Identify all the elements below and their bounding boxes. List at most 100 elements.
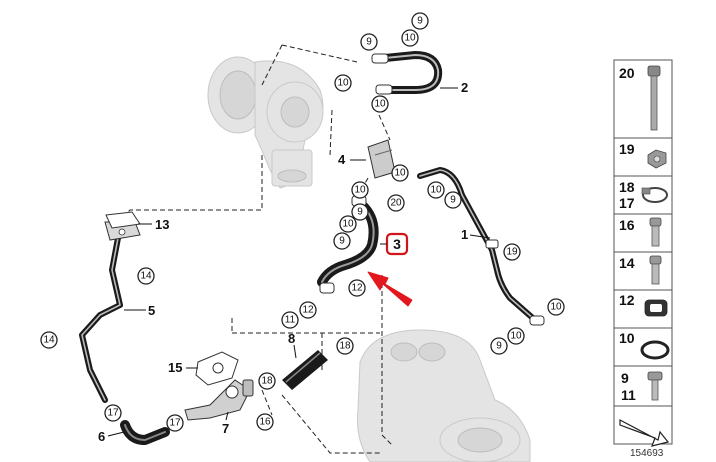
callout-9: 9: [333, 232, 351, 250]
panel-item-19: 19: [619, 141, 667, 169]
parts-panel: 20 19 18 17 16 14 12: [613, 59, 673, 459]
callout-10: 10: [401, 29, 419, 47]
svg-text:9: 9: [357, 207, 363, 218]
panel-item-12: 12: [619, 292, 668, 317]
svg-text:8: 8: [288, 331, 295, 346]
svg-text:20: 20: [390, 198, 402, 209]
pipe-part-5: [79, 221, 141, 403]
svg-text:18: 18: [619, 179, 635, 195]
svg-text:17: 17: [107, 408, 119, 419]
svg-text:19: 19: [619, 141, 635, 157]
callout-10: 10: [339, 215, 357, 233]
part-label-8: 8: [288, 331, 297, 359]
svg-text:12: 12: [619, 292, 635, 308]
part-label-15: 15: [168, 360, 198, 375]
svg-text:2: 2: [461, 80, 468, 95]
svg-text:9: 9: [621, 370, 629, 386]
hose-part-8: [282, 350, 328, 390]
svg-text:3: 3: [393, 236, 401, 252]
svg-text:10: 10: [342, 219, 354, 230]
callout-10: 10: [427, 181, 445, 199]
callout-10: 10: [334, 74, 352, 92]
svg-text:14: 14: [140, 271, 152, 282]
svg-text:10: 10: [619, 330, 635, 346]
callout-16: 16: [256, 413, 274, 431]
svg-text:10: 10: [404, 33, 416, 44]
part-label-2: 2: [440, 80, 468, 95]
svg-text:17: 17: [169, 418, 181, 429]
red-arrow-icon: [367, 271, 413, 307]
callout-17: 17: [166, 414, 184, 432]
svg-text:16: 16: [619, 217, 635, 233]
svg-text:12: 12: [302, 305, 314, 316]
callout-10: 10: [351, 181, 369, 199]
callout-20: 20: [387, 194, 405, 212]
panel-item-16: 16: [619, 217, 662, 247]
callout-9: 9: [444, 191, 462, 209]
part-label-6: 6: [98, 429, 125, 444]
flange-part-7: [184, 379, 254, 421]
svg-text:12: 12: [351, 283, 363, 294]
part-label-5: 5: [124, 303, 155, 318]
callout-10: 10: [507, 327, 525, 345]
svg-text:16: 16: [259, 417, 271, 428]
callout-10: 10: [547, 298, 565, 316]
highlighted-part-3[interactable]: 3: [380, 232, 409, 256]
callout-9: 9: [490, 337, 508, 355]
svg-text:9: 9: [366, 37, 372, 48]
svg-text:4: 4: [338, 152, 346, 167]
svg-text:18: 18: [261, 376, 273, 387]
panel-item-9-11: 9 11: [621, 370, 663, 403]
svg-text:14: 14: [43, 335, 55, 346]
bracket-part-4: [367, 139, 396, 179]
svg-text:11: 11: [621, 387, 636, 403]
svg-text:13: 13: [155, 217, 169, 232]
reference-number: 154693: [630, 448, 664, 459]
callout-9: 9: [351, 203, 369, 221]
part-label-4: 4: [338, 152, 366, 167]
svg-text:10: 10: [337, 78, 349, 89]
svg-text:9: 9: [450, 195, 456, 206]
svg-text:9: 9: [339, 236, 345, 247]
svg-text:9: 9: [417, 16, 423, 27]
callout-18: 18: [258, 372, 276, 390]
svg-text:5: 5: [148, 303, 155, 318]
callout-14: 14: [40, 331, 58, 349]
part-label-13: 13: [138, 217, 169, 232]
hose-part-2: [371, 51, 443, 95]
callout-12: 12: [299, 301, 317, 319]
svg-text:11: 11: [285, 315, 296, 326]
panel-item-10: 10: [619, 330, 670, 360]
panel-item-20: 20: [619, 65, 661, 131]
part-label-1: 1: [461, 227, 491, 242]
svg-text:15: 15: [168, 360, 182, 375]
svg-text:17: 17: [619, 195, 635, 211]
svg-text:18: 18: [339, 341, 351, 352]
svg-text:6: 6: [98, 429, 105, 444]
callout-17: 17: [104, 404, 122, 422]
svg-text:10: 10: [430, 185, 442, 196]
reference-arrow-icon: [619, 419, 670, 447]
callout-9: 9: [360, 33, 378, 51]
hose-part-1: [417, 167, 545, 326]
panel-item-18-17: 18 17: [619, 179, 668, 211]
hose-part-6: [120, 420, 170, 445]
svg-text:10: 10: [394, 168, 406, 179]
gasket-part-15: [195, 351, 239, 386]
turbocharger-ghost-bottom: [357, 329, 531, 462]
callout-12: 12: [348, 279, 366, 297]
svg-text:10: 10: [550, 302, 562, 313]
callout-10: 10: [371, 95, 389, 113]
panel-item-14: 14: [619, 255, 662, 285]
callout-18: 18: [336, 337, 354, 355]
callout-11: 11: [281, 311, 299, 329]
turbocharger-ghost-top: [207, 56, 324, 189]
svg-text:20: 20: [619, 65, 635, 81]
svg-text:10: 10: [374, 99, 386, 110]
callout-10: 10: [391, 164, 409, 182]
svg-text:10: 10: [510, 331, 522, 342]
svg-text:19: 19: [506, 247, 518, 258]
svg-text:9: 9: [496, 341, 502, 352]
svg-text:1: 1: [461, 227, 468, 242]
